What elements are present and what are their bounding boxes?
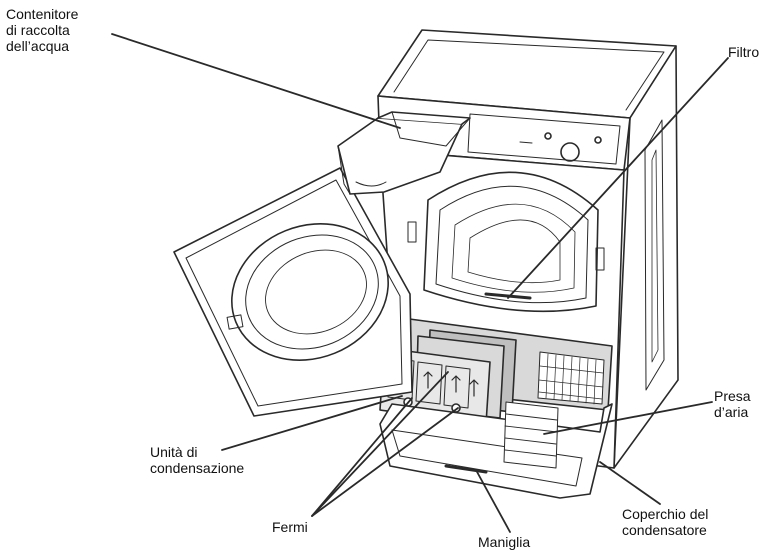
callout-air-intake: Presa d’aria: [714, 388, 751, 420]
callout-water-container: Contenitore di raccolta dell’acqua: [6, 6, 79, 54]
callout-handle: Maniglia: [478, 534, 531, 550]
leader-water-container: [111, 33, 401, 129]
program-knob: [560, 142, 580, 162]
leader-air-intake: [543, 401, 713, 435]
callout-latches: Fermi: [272, 519, 308, 535]
cover-handle: [444, 464, 488, 474]
door-latch: [226, 314, 244, 330]
filter-slot: [484, 292, 532, 300]
callout-filter: Filtro: [728, 44, 760, 60]
leader-condenser-cover: [599, 461, 661, 505]
callout-condenser-cover: Coperchio del condensatore: [622, 506, 709, 538]
door-window: [231, 223, 389, 361]
leader-condenser-unit: [221, 395, 403, 451]
leader-latches-1: [311, 397, 413, 517]
callout-condenser-unit: Unità di condensazione: [150, 444, 245, 476]
cover-grille: [503, 401, 559, 469]
leader-latches-3: [311, 407, 459, 517]
drum-opening: [423, 171, 599, 313]
leader-handle: [475, 469, 511, 533]
leader-filter: [507, 57, 729, 299]
leader-latches-2: [311, 371, 449, 517]
